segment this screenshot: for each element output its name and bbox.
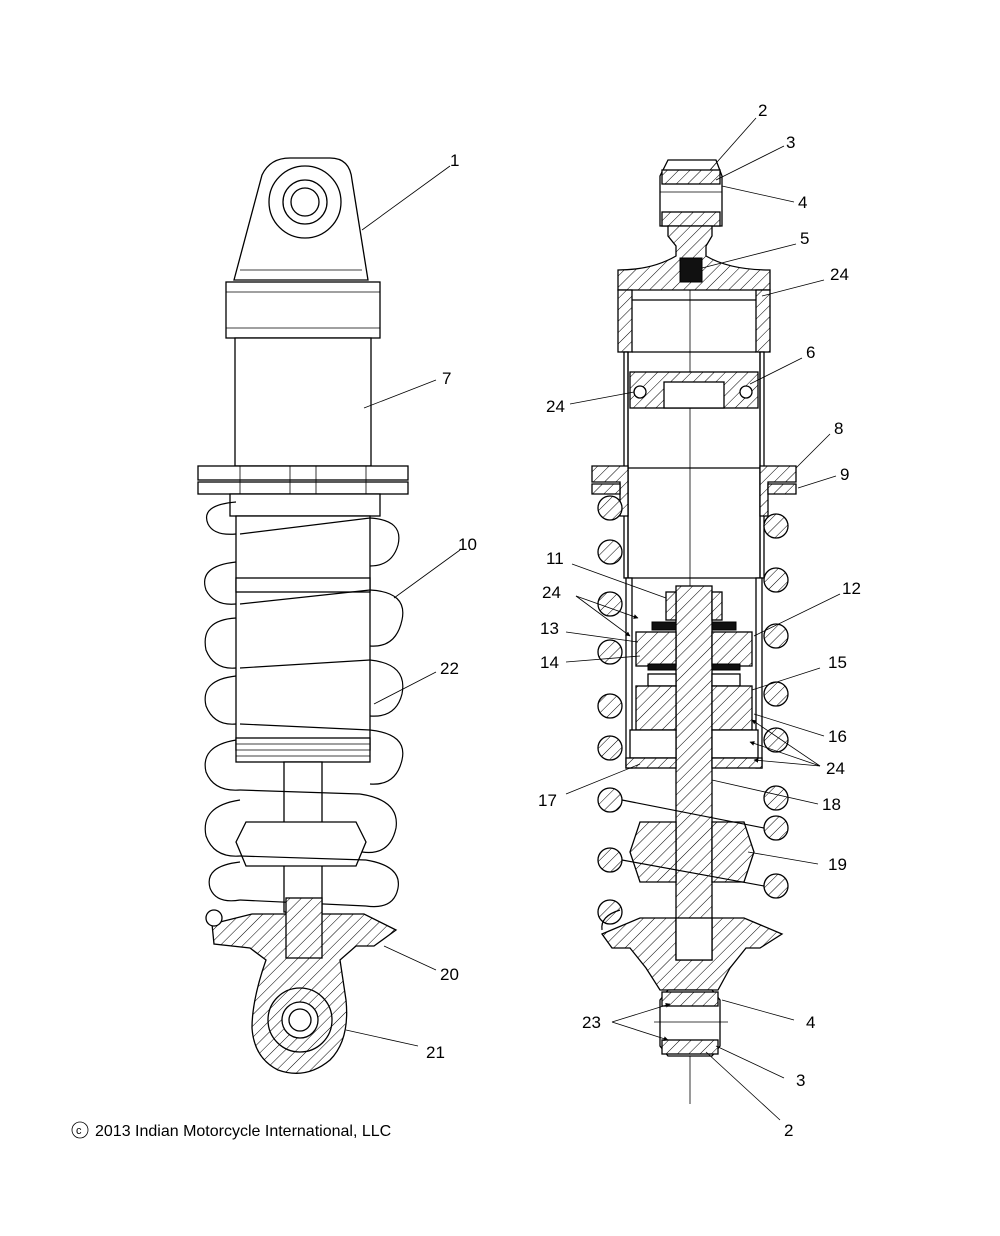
section-spring-collar <box>591 465 797 517</box>
callout-24-piston: 24 <box>546 397 565 416</box>
copyright-mark: c <box>76 1125 82 1137</box>
lower-eyelet-mount <box>205 897 398 1074</box>
lower-mount-section <box>600 917 784 1057</box>
copyright-text: 2013 Indian Motorcycle International, LL… <box>95 1123 391 1140</box>
callout-labels: 1 7 10 22 20 21 2 3 4 5 24 6 24 8 9 11 2… <box>426 101 861 1140</box>
upper-cap <box>225 281 381 339</box>
section-spring-coils <box>597 495 789 931</box>
bump-stop <box>235 821 367 867</box>
callout-8: 8 <box>834 419 843 438</box>
callout-4-top: 4 <box>798 193 807 212</box>
section-view <box>591 159 797 1104</box>
callout-15: 15 <box>828 653 847 672</box>
callout-19: 19 <box>828 855 847 874</box>
callout-5: 5 <box>800 229 809 248</box>
upper-eyelet-section <box>617 159 771 291</box>
callout-3-bottom: 3 <box>796 1071 805 1090</box>
spring-collar <box>197 465 409 517</box>
callout-3-top: 3 <box>786 133 795 152</box>
callout-2-bottom: 2 <box>784 1121 793 1140</box>
upper-eyelet-mount <box>233 157 369 281</box>
callout-18: 18 <box>822 795 841 814</box>
callout-7: 7 <box>442 369 451 388</box>
piston-rod <box>675 585 713 961</box>
cylinder-cap-right <box>755 289 771 353</box>
callout-24-seal: 24 <box>826 759 845 778</box>
exterior-view <box>197 157 409 1074</box>
cylinder-cap-left <box>617 289 633 353</box>
callout-10: 10 <box>458 535 477 554</box>
floating-piston <box>629 371 759 409</box>
callout-12: 12 <box>842 579 861 598</box>
copyright-symbol-icon <box>71 1121 89 1139</box>
callout-17: 17 <box>538 791 557 810</box>
piston-assembly <box>625 591 763 769</box>
callout-23: 23 <box>582 1013 601 1032</box>
callout-20: 20 <box>440 965 459 984</box>
callout-16: 16 <box>828 727 847 746</box>
callout-2-top: 2 <box>758 101 767 120</box>
callout-9: 9 <box>840 465 849 484</box>
copyright-notice: c 2013 Indian Motorcycle International, … <box>71 1121 391 1140</box>
callout-14: 14 <box>540 653 559 672</box>
callout-24-rod: 24 <box>542 583 561 602</box>
callout-22: 22 <box>440 659 459 678</box>
callout-1: 1 <box>450 151 459 170</box>
leader-lines <box>345 117 841 1121</box>
callout-6: 6 <box>806 343 815 362</box>
callout-24-top: 24 <box>830 265 849 284</box>
callout-4-bottom: 4 <box>806 1013 815 1032</box>
section-bump-stop <box>629 821 677 883</box>
shock-body <box>234 337 372 467</box>
damper-body <box>235 515 371 751</box>
callout-13: 13 <box>540 619 559 638</box>
callout-21: 21 <box>426 1043 445 1062</box>
callout-11: 11 <box>546 549 564 568</box>
